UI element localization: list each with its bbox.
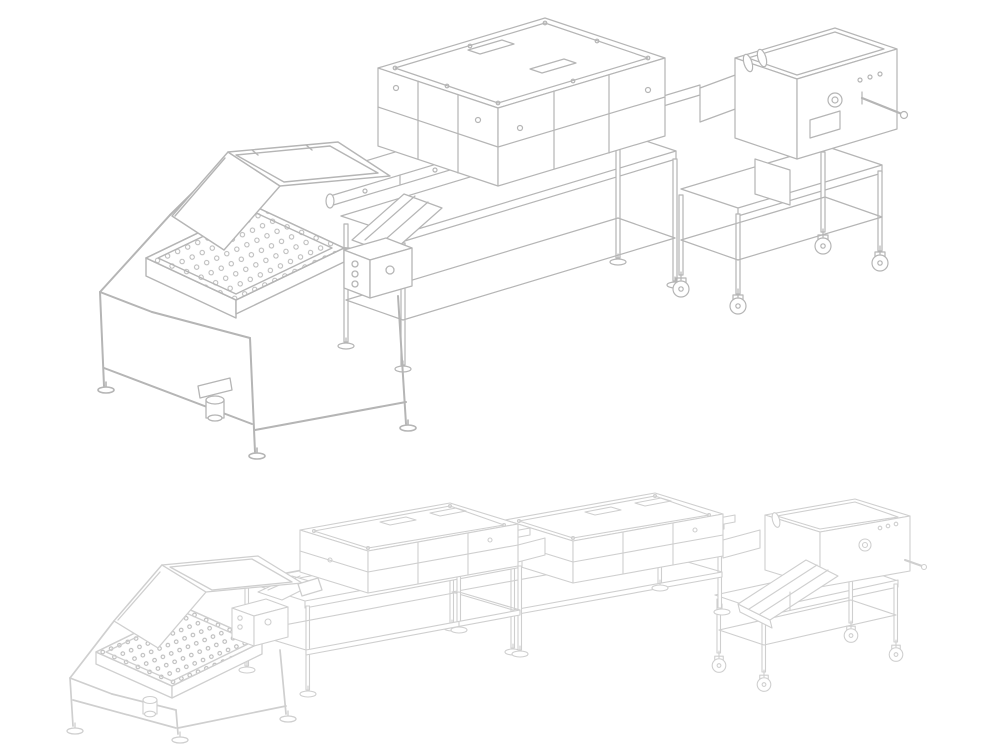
handle-knob [922, 565, 927, 570]
feed-roller [771, 512, 782, 528]
top-hatch [635, 498, 671, 506]
adjustable-foot [399, 419, 417, 432]
lower-shelf [306, 610, 520, 655]
control-button [352, 261, 358, 267]
adjustable-foot [171, 731, 189, 744]
hopper-control-box [344, 238, 412, 298]
elevator-link [298, 578, 322, 596]
hopper-lid [114, 556, 302, 648]
adjustable-foot [713, 603, 731, 616]
dial [859, 539, 871, 551]
control-dial [386, 266, 394, 274]
table-leg [616, 140, 620, 258]
top-assembly-view [97, 18, 908, 460]
bottom-assembly-view [66, 493, 927, 744]
discharge-spout [143, 697, 157, 717]
handle-lever [862, 98, 902, 114]
transfer-chute [352, 194, 442, 254]
adjustable-foot [609, 253, 627, 266]
feed-roller [756, 48, 769, 68]
adjustable-foot [279, 710, 297, 723]
handle-lever [905, 560, 922, 566]
lower-shelf [513, 572, 722, 615]
adjustable-foot [337, 337, 355, 350]
control-dial [265, 619, 271, 625]
vibrating-tray [96, 608, 262, 698]
table-brace [346, 300, 403, 320]
grading-machine-1 [300, 503, 518, 593]
caster-cart [711, 565, 904, 692]
grading-machine-2 [505, 493, 723, 583]
caster-wheel [756, 669, 772, 692]
dial [828, 93, 842, 107]
incline-conveyor [738, 560, 838, 628]
caster-wheel [711, 650, 727, 673]
adjustable-foot [299, 685, 317, 698]
control-button [352, 271, 358, 277]
vent-panel [810, 111, 840, 138]
caster-wheel [729, 288, 747, 315]
hopper-lid [172, 142, 390, 250]
top-hatch [530, 59, 576, 73]
feed-roller [742, 53, 755, 73]
table-leg [673, 159, 677, 281]
top-hatch [380, 517, 416, 525]
adjustable-foot [248, 447, 266, 460]
deck-roller [326, 194, 334, 208]
hopper-frame [100, 153, 406, 452]
infeed-hopper [66, 556, 322, 744]
grading-machine [378, 18, 665, 186]
control-button [352, 281, 358, 287]
top-hatch [585, 507, 621, 515]
adjustable-foot [651, 579, 669, 592]
lower-chassis [755, 159, 790, 205]
adjustable-foot [97, 381, 115, 394]
top-hatch [468, 40, 514, 54]
transfer-chute [723, 530, 760, 558]
adjustable-foot [66, 722, 84, 735]
outfeed-machine [700, 28, 908, 205]
hopper-control-box [232, 599, 288, 646]
discharge-spout [198, 378, 232, 421]
inlet-hood [700, 74, 738, 122]
handle-knob [901, 112, 908, 119]
table-brace [403, 238, 675, 320]
control-button [238, 616, 242, 620]
caster-wheel [888, 639, 904, 662]
infeed-hopper [97, 142, 417, 460]
control-button [238, 625, 242, 629]
table-brace [618, 218, 675, 238]
caster-wheel [871, 245, 889, 272]
top-hatch [430, 508, 466, 516]
outfeed-machine [765, 499, 927, 587]
